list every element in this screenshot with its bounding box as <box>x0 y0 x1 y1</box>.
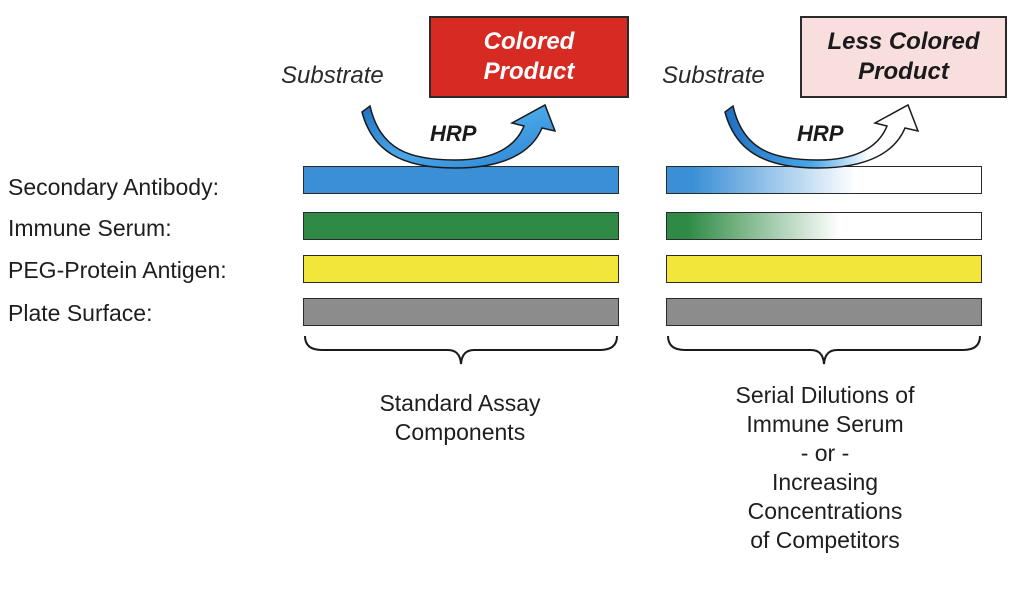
left-reaction-arrow-icon <box>361 103 557 169</box>
left-immune-serum-layer <box>303 212 619 240</box>
left-plate-surface-layer <box>303 298 619 326</box>
right-caption: Serial Dilutions of Immune Serum - or - … <box>680 381 970 555</box>
right-caption-line: Concentrations <box>747 498 903 524</box>
label-immune-serum: Immune Serum: <box>8 215 172 241</box>
left-caption-line2: Components <box>394 419 526 445</box>
left-caption: Standard Assay Components <box>330 389 590 447</box>
left-product-line2: Product <box>483 58 575 85</box>
right-product-line1: Less Colored <box>827 28 980 55</box>
right-reaction-arrow-icon <box>724 103 920 169</box>
right-caption-line: of Competitors <box>750 527 900 553</box>
right-substrate-label: Substrate <box>662 62 765 89</box>
label-secondary-antibody: Secondary Antibody: <box>8 174 219 200</box>
right-caption-line: Serial Dilutions of <box>735 382 915 408</box>
right-caption-line: - or - <box>800 440 850 466</box>
left-caption-line1: Standard Assay <box>379 390 541 416</box>
right-caption-line: Immune Serum <box>746 411 904 437</box>
right-product-line2: Product <box>858 58 949 85</box>
right-less-colored-product-box: Less Colored Product <box>800 16 1007 98</box>
right-caption-line: Increasing <box>771 469 879 495</box>
left-colored-product-box: Colored Product <box>429 16 629 98</box>
label-plate-surface: Plate Surface: <box>8 300 153 326</box>
left-brace <box>304 335 618 365</box>
left-product-line1: Colored <box>483 28 575 55</box>
right-immune-serum-gradient-layer <box>666 212 982 240</box>
left-substrate-label: Substrate <box>281 62 384 89</box>
left-secondary-antibody-layer <box>303 166 619 194</box>
left-peg-protein-antigen-layer <box>303 255 619 283</box>
label-peg-protein-antigen: PEG-Protein Antigen: <box>8 257 227 283</box>
right-hrp-label: HRP <box>797 121 844 146</box>
right-plate-surface-layer <box>666 298 982 326</box>
left-hrp-label: HRP <box>430 121 477 146</box>
right-brace <box>667 335 981 365</box>
right-peg-protein-antigen-layer <box>666 255 982 283</box>
